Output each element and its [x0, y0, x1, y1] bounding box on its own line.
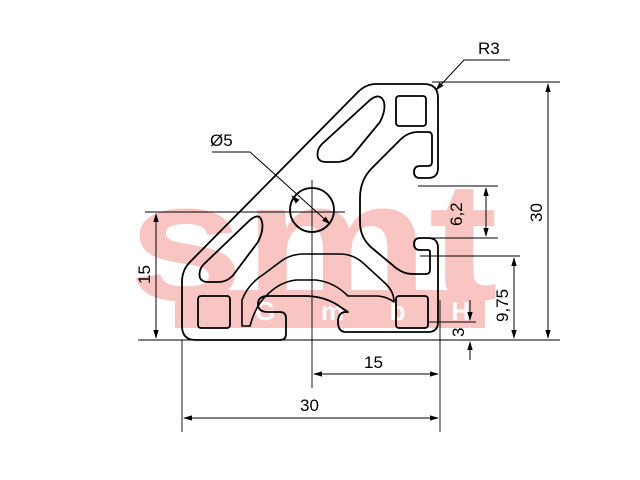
inner-web [241, 253, 395, 327]
label-diameter: Ø5 [210, 131, 233, 150]
label-bottom-offset: 3 [449, 328, 468, 337]
center-lines [138, 81, 560, 432]
profile-outline [181, 83, 439, 341]
dimension-lines [153, 59, 551, 421]
label-left-height: 15 [135, 265, 154, 284]
dimension-labels: R3 Ø5 6,2 30 15 9,75 3 15 30 [135, 39, 546, 415]
watermark: smt G m b H [128, 147, 498, 337]
label-slot-width: 6,2 [447, 202, 466, 226]
label-overall-height: 30 [527, 203, 546, 222]
label-overall-width: 30 [300, 396, 319, 415]
slot-upper [316, 95, 386, 163]
cavity-bottom-right [395, 295, 429, 329]
label-slot-offset: 9,75 [493, 289, 512, 322]
cavity-bottom-left [197, 295, 231, 329]
label-radius: R3 [478, 39, 500, 58]
label-half-width: 15 [364, 353, 383, 372]
slot-lower [198, 215, 264, 283]
cavity-top-right [395, 95, 427, 127]
